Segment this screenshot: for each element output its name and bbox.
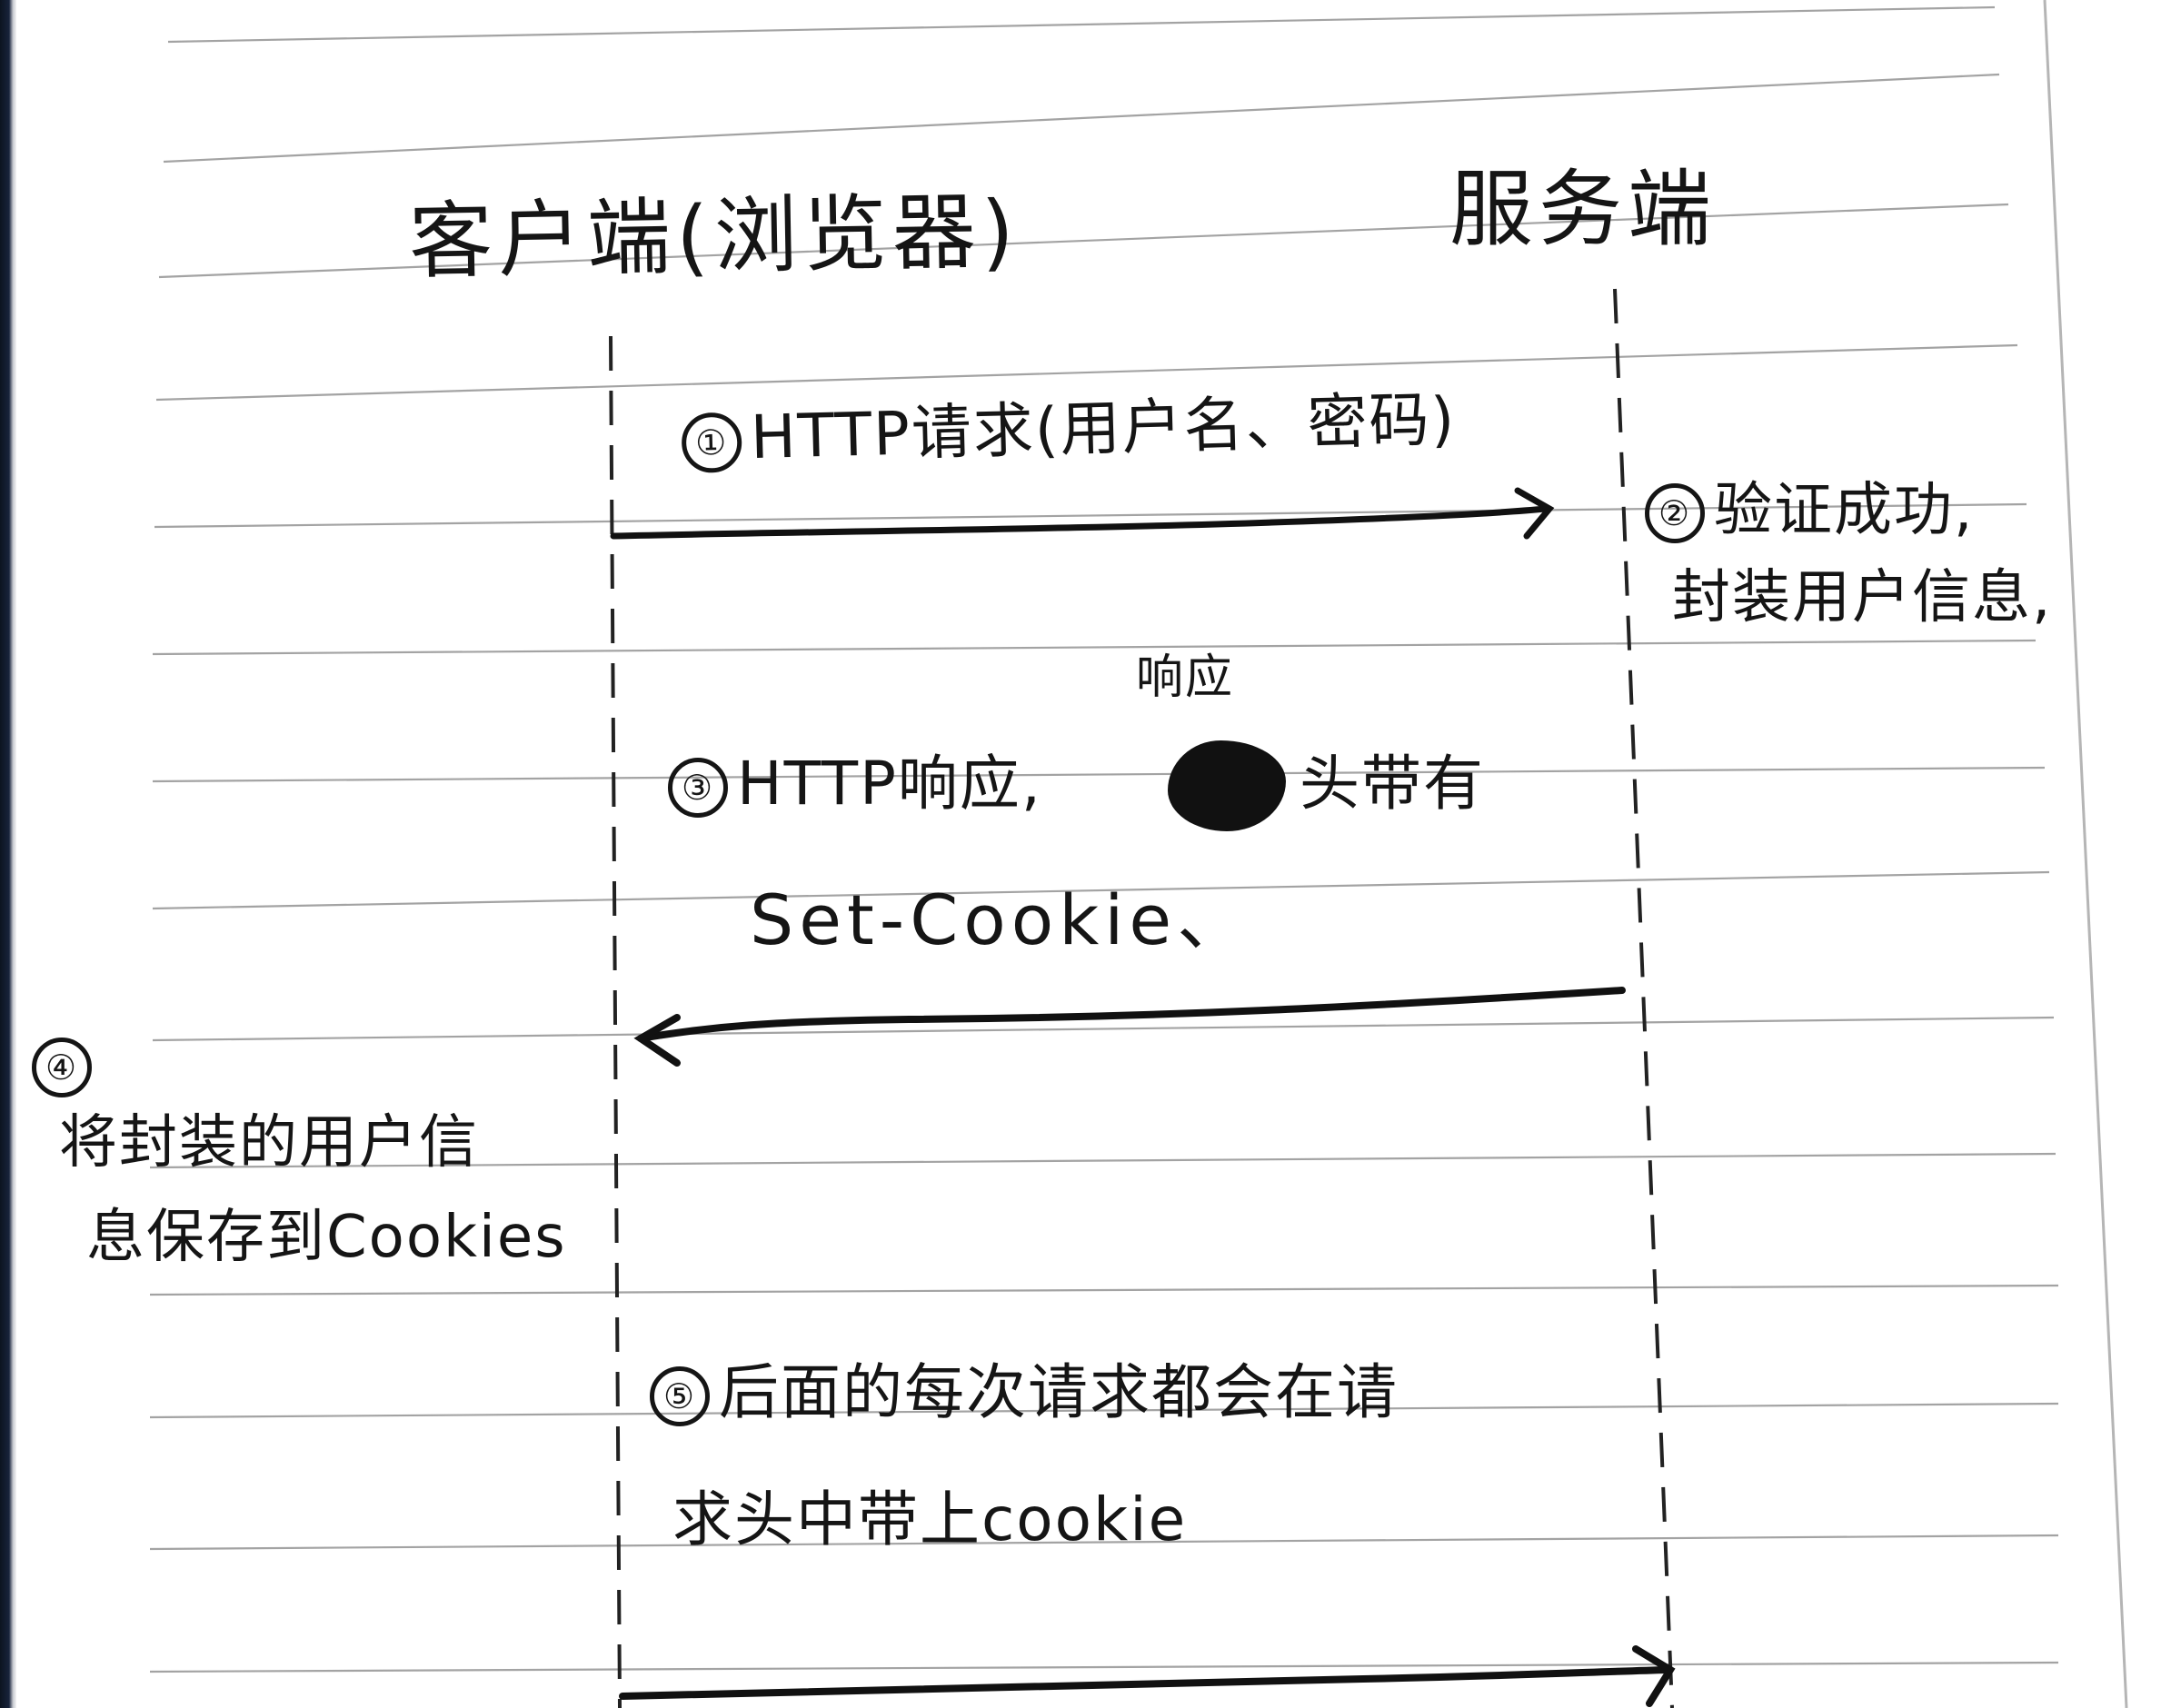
participant-server: 服务端 [1449, 161, 1718, 258]
arrow-request-with-cookie [619, 1645, 1676, 1707]
step-2-line-1: 验证成功, [1714, 477, 1975, 544]
client-lifeline [609, 335, 622, 1708]
step-4-line-1: 将封装的用户信 [59, 1109, 479, 1177]
notebook-binding-edge [0, 0, 16, 1708]
page-right-edge [2043, 0, 2128, 1708]
notebook-ruling [149, 5, 2059, 1673]
step-number-5: ⑤ [650, 1365, 710, 1426]
step-number-3: ③ [668, 757, 728, 818]
step-3-line-2: Set-Cookie、 [750, 879, 1252, 960]
step-2-line-2: 封装用户信息, [1672, 564, 2053, 632]
step-5-line-2: 求头中带上cookie [672, 1485, 1188, 1554]
step-number-2: ② [1645, 483, 1705, 544]
step-3-text-b: 头带有 [1300, 749, 1485, 819]
participant-client: 客户端(浏览器) [408, 183, 1021, 291]
step-number-1: ① [681, 412, 743, 474]
step-number-4: ④ [32, 1038, 92, 1098]
arrow-response-set-cookie [633, 987, 1626, 1067]
server-lifeline [1613, 288, 1674, 1708]
step-5-text: 后面的每次请求都会在请 [719, 1357, 1399, 1427]
arrow-request-login [610, 487, 1555, 540]
step-3-text-a: HTTP响应, [737, 749, 1042, 819]
step-4-line-2: 息保存到Cookies [86, 1204, 567, 1272]
crossed-out-scribble [1168, 740, 1286, 831]
step-3-correction: 响应 [1136, 650, 1235, 705]
step-4-note: ④ 将封装的用户信 息保存到Cookies [32, 1036, 567, 1266]
